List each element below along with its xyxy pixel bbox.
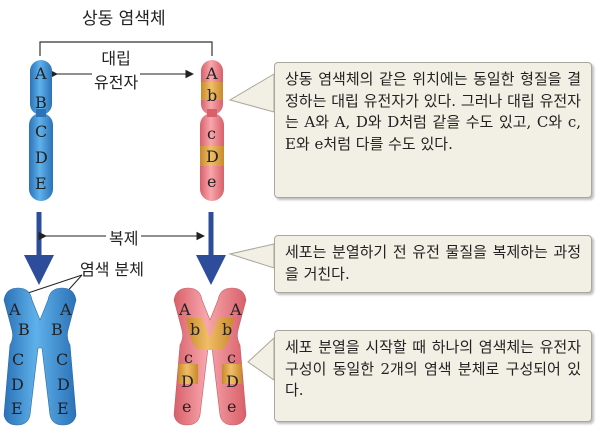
- chromatid-red-right-3: c: [227, 348, 236, 367]
- chromatid-blue-right-1: A: [60, 300, 72, 319]
- chromatid-red-right-4: D: [226, 372, 239, 391]
- label-chromatids: 염색 분체: [80, 260, 144, 279]
- allele-blue-1: A: [35, 64, 47, 83]
- blue-centromere: [36, 109, 46, 117]
- chromatid-blue-left-3: C: [12, 350, 25, 369]
- chromatid-blue-left-1: A: [9, 300, 21, 319]
- chromatid-red-right-2: b: [222, 320, 233, 339]
- chromatid-red-left-1: A: [179, 300, 191, 319]
- red-centromere: [207, 109, 217, 117]
- chromatid-red-left-5: e: [182, 397, 192, 416]
- chromatid-blue-left-5: E: [11, 399, 23, 418]
- allele-blue-4: D: [35, 148, 48, 167]
- label-allele: 대립 유전자: [92, 47, 141, 95]
- note-pointer-3: [247, 336, 275, 381]
- allele-red-4: D: [206, 147, 219, 166]
- chromatid-blue-right-4: D: [57, 375, 70, 394]
- red-gene-band-d: [200, 146, 224, 166]
- top-red-chromosome: [200, 60, 224, 201]
- note-pointer-2: [228, 243, 275, 269]
- chromatid-blue-right-5: E: [57, 399, 69, 418]
- blue-x-shape: [3, 287, 77, 426]
- allele-blue-2: B: [35, 93, 47, 112]
- allele-blue-5: E: [35, 174, 47, 193]
- note-alleles: 상동 염색체의 같은 위치에는 동일한 형질을 결정하는 대립 유전자가 있다.…: [274, 62, 592, 198]
- chromatid-blue-left-4: D: [11, 375, 24, 394]
- chromatid-red-left-4: D: [181, 372, 194, 391]
- label-replication: 복제: [106, 225, 142, 249]
- bottom-blue-chromosome: [3, 287, 77, 426]
- label-homologous-chromosomes: 상동 염색체: [82, 9, 166, 29]
- allele-red-3: c: [207, 124, 216, 143]
- blue-upper-arm: [30, 60, 52, 115]
- chromatid-blue-right-2: B: [51, 320, 63, 339]
- chromatid-blue-right-3: C: [56, 350, 69, 369]
- chromatid-blue-left-2: B: [18, 320, 30, 339]
- note-replication: 세포는 분열하기 전 유전 물질을 복제하는 과정을 거친다.: [274, 235, 592, 293]
- allele-red-5: e: [207, 172, 217, 191]
- chromatid-red-left-2: b: [190, 320, 201, 339]
- allele-red-1: A: [206, 64, 218, 83]
- allele-red-2: b: [207, 86, 218, 105]
- chromatid-red-left-3: c: [184, 348, 193, 367]
- blue-lower-arm: [29, 113, 53, 201]
- allele-blue-3: C: [35, 122, 48, 141]
- chromatid-red-right-5: e: [227, 397, 237, 416]
- homolog-bracket: [39, 41, 213, 56]
- red-x-gene-band-d-left: [178, 364, 198, 384]
- red-x-gene-band-b: [186, 318, 234, 350]
- note-pointer-1: [228, 73, 275, 113]
- note-chromatids: 세포 분열을 시작할 때 하나의 염색체는 유전자 구성이 동일한 2개의 염색…: [274, 330, 592, 422]
- bottom-red-chromosome: [173, 287, 247, 426]
- red-gene-band-b: [201, 82, 223, 100]
- chromatid-pointer-left: [21, 274, 83, 297]
- red-x-gene-band-d-right: [222, 364, 242, 384]
- top-blue-chromosome: [29, 60, 53, 201]
- chromatid-red-right-1: A: [230, 300, 242, 319]
